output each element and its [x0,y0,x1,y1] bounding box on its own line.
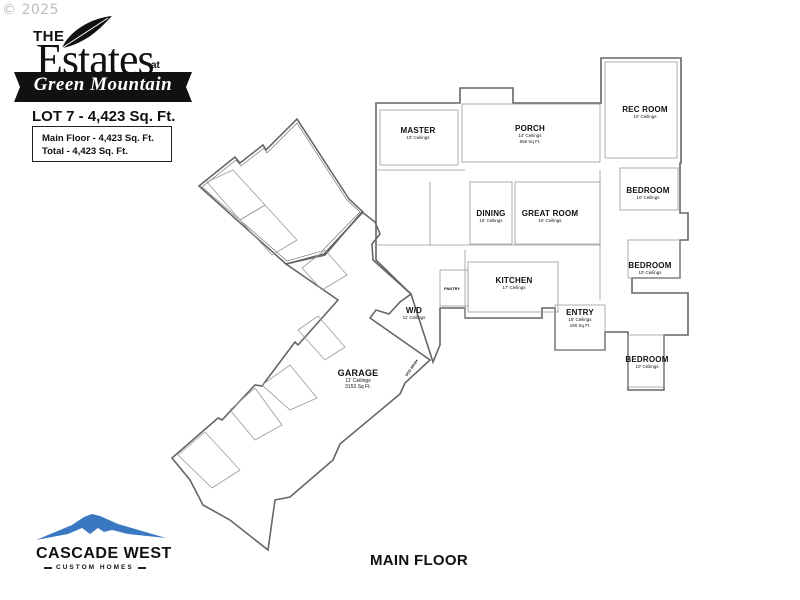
room-area: 180 Sq Ft. [569,322,591,328]
room-ceiling: 10' Ceilings [638,270,662,275]
builder-tagline: CUSTOM HOMES [44,564,146,571]
room-ceiling: 10' Ceilings [636,195,660,200]
room-name: REC ROOM [622,105,668,114]
sqft-summary-box: Main Floor - 4,423 Sq. Ft. Total - 4,423… [32,126,172,162]
room-name: GARAGE [337,368,379,378]
room-name: ENTRY [566,308,594,317]
room-master: MASTER 10' Ceilings [401,127,436,141]
logo-the: THE [33,28,65,45]
room-name: MASTER [400,126,436,135]
room-name: BEDROOM [628,261,672,270]
logo-green-mountain: Green Mountain [33,74,173,95]
plan-label: MAIN FLOOR [370,552,468,569]
room-great-room: GREAT ROOM 15' Ceilings [522,210,579,224]
room-ceiling: 10' Ceilings [406,135,430,140]
mountain-icon [36,514,166,540]
feather-icon [14,16,192,102]
logo-estates: Estates [36,35,155,84]
room-ceiling: 10' Ceilings [633,114,657,119]
main-floor-sqft: Main Floor - 4,423 Sq. Ft. [42,133,154,144]
room-bedroom-1: BEDROOM 10' Ceilings [626,187,669,201]
room-bedroom-3: BEDROOM 10' Ceilings [625,356,668,370]
room-ceiling: 15' Ceilings [538,218,562,223]
room-kitchen: KITCHEN 17' Ceilings [496,277,533,291]
room-dining: DINING 15' Ceilings [476,210,505,224]
dash-right [137,566,146,569]
room-bedroom-2: BEDROOM 10' Ceilings [628,262,671,276]
total-sqft: Total - 4,423 Sq. Ft. [42,146,128,157]
room-name: PORCH [515,124,545,133]
room-name: GREAT ROOM [521,209,579,218]
room-porch: PORCH 14' Ceilings 658 Sq Ft. [515,125,545,144]
room-ceiling: 15' Ceilings [568,317,592,322]
room-area: 3153 Sq Ft. [345,384,371,390]
builder-tagline-text: CUSTOM HOMES [56,564,134,571]
room-ceiling: 11' Ceilings [345,378,371,384]
room-entry: ENTRY 15' Ceilings 180 Sq Ft. [566,309,594,328]
room-name: KITCHEN [495,276,533,285]
room-pantry: PANTRY [444,286,460,291]
builder-name: CASCADE WEST [36,545,172,562]
room-ceiling: 10' Ceilings [635,364,659,369]
room-garage: GARAGE 11' Ceilings 3153 Sq Ft. [338,369,379,390]
logo-at: at [151,60,160,71]
copyright-notice: © 2025 [2,2,60,18]
dash-left [44,566,52,569]
room-ceiling: 11' Ceilings [402,315,426,320]
room-wd: W/D 11' Ceilings [403,307,426,321]
room-name: BEDROOM [625,355,669,364]
room-ceiling: 17' Ceilings [502,285,526,290]
room-rec-room: REC ROOM 10' Ceilings [622,106,668,120]
lot-title: LOT 7 - 4,423 Sq. Ft. [32,108,176,125]
room-ceiling: 14' Ceilings [518,133,542,138]
room-name: DINING [476,209,506,218]
room-area: 658 Sq Ft. [519,138,541,144]
room-ceiling: 15' Ceilings [479,218,503,223]
room-name: W/D [405,306,423,315]
room-name: BEDROOM [626,186,670,195]
